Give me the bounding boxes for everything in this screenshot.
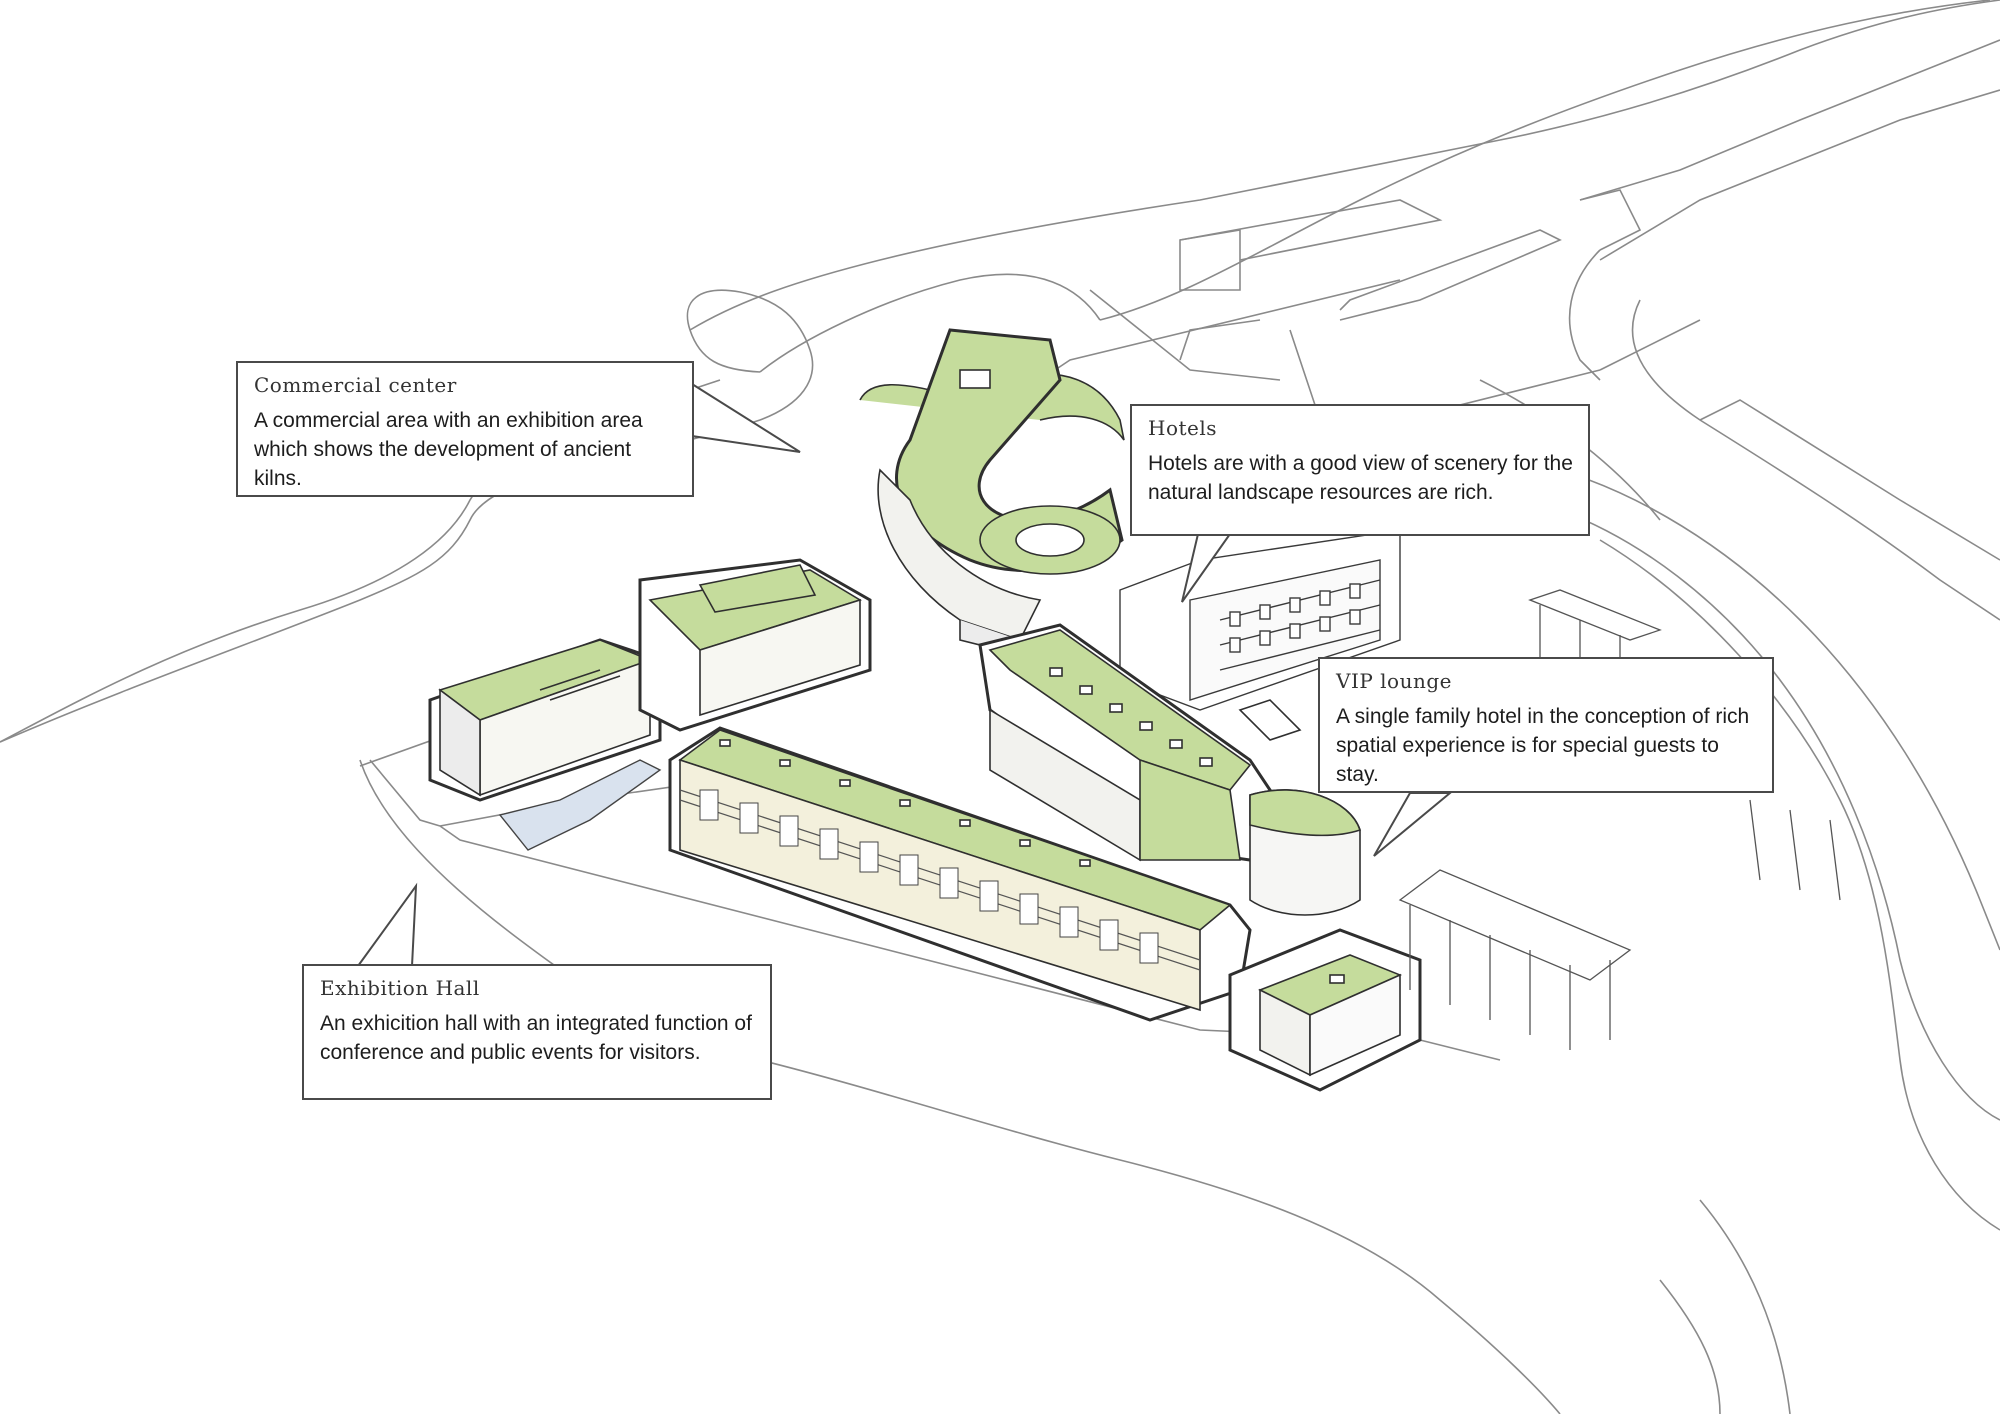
exhibition-hall-callout: Exhibition Hall An exhicition hall with …: [302, 964, 772, 1100]
water-pool: [498, 759, 662, 851]
exhibition-pointer: [356, 882, 418, 967]
commercial-center-callout: Commercial center A commercial area with…: [236, 361, 694, 497]
hotels-description: Hotels are with a good view of scenery f…: [1148, 452, 1573, 504]
vip-lounge-description: A single family hotel in the conception …: [1336, 705, 1750, 786]
vip-pointer: [1373, 792, 1453, 857]
hotels-title: Hotels: [1148, 416, 1218, 440]
spiral-ramp-building: [859, 328, 1125, 657]
commercial-center-description: A commercial area with an exhibition are…: [254, 409, 643, 490]
exhibition-hall-title: Exhibition Hall: [320, 976, 480, 1000]
hotel-wing-building: [978, 623, 1362, 916]
exhibition-hall-description: An exhicition hall with an integrated fu…: [320, 1012, 752, 1064]
vip-lounge-building: [1228, 928, 1422, 1092]
exhibition-hall-building: [668, 726, 1252, 1022]
hotels-callout: Hotels Hotels are with a good view of sc…: [1130, 404, 1590, 536]
vip-lounge-callout: VIP lounge A single family hotel in the …: [1318, 657, 1774, 793]
commercial-pointer: [691, 382, 801, 453]
vip-lounge-title: VIP lounge: [1336, 669, 1452, 693]
commercial-center-title: Commercial center: [254, 373, 457, 397]
commercial-center-building: [428, 558, 872, 802]
